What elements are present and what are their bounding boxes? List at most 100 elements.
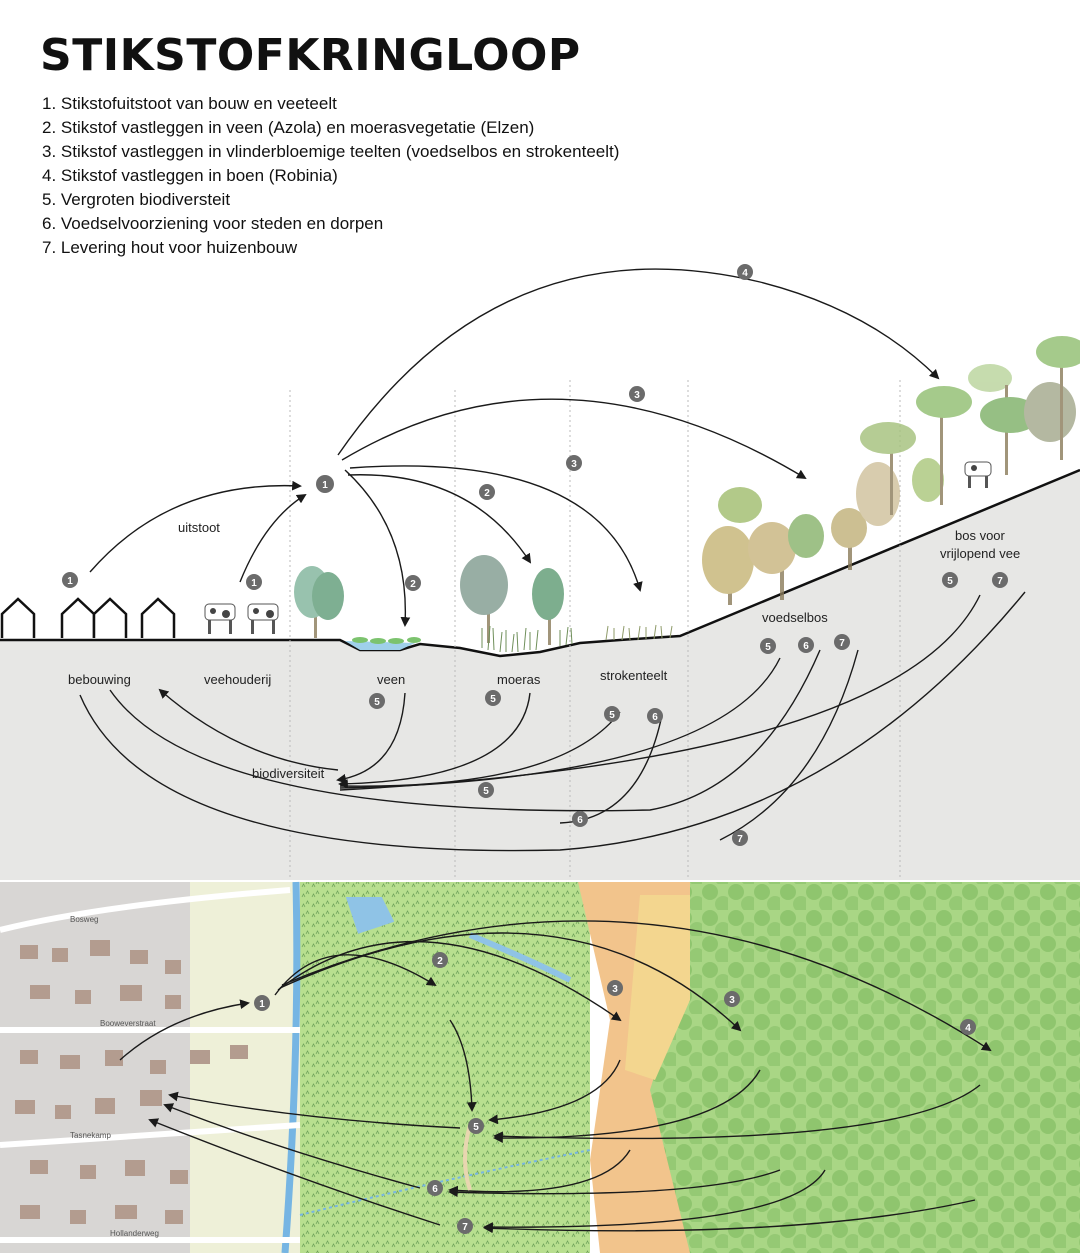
flow-arrow — [119, 999, 250, 1061]
map-ditch — [299, 1149, 591, 1216]
street-label: Bosweg — [70, 915, 98, 924]
plan-map: Bosweg Booweverstraat Tasnekamp Hollande… — [0, 881, 1080, 1253]
badge-5: 5 — [942, 572, 958, 588]
badge-3: 3 — [607, 980, 623, 996]
badge-3: 3 — [724, 991, 740, 1007]
svg-text:1: 1 — [322, 480, 328, 491]
tree-icons — [294, 336, 1080, 645]
flow-arrow — [493, 1084, 981, 1142]
page-title: STIKSTOFKRINGLOOP — [40, 30, 581, 81]
badge-7: 7 — [992, 572, 1008, 588]
flow-arrow — [148, 1118, 441, 1226]
flow-arrow — [338, 692, 531, 789]
flow-arrow — [163, 1103, 421, 1189]
house-icon — [60, 597, 96, 638]
tree-icon — [294, 566, 344, 638]
legend-item-7: 7. Levering hout voor huizenbouw — [42, 238, 298, 257]
flow-arrow — [277, 940, 622, 1022]
svg-text:1: 1 — [67, 576, 73, 587]
badge-1: 1 — [316, 475, 334, 493]
svg-text:3: 3 — [634, 390, 640, 401]
flow-arrow — [448, 1149, 631, 1196]
svg-text:7: 7 — [839, 638, 845, 649]
svg-text:3: 3 — [571, 459, 577, 470]
cow-icon — [204, 603, 236, 634]
tree-icon — [831, 462, 900, 570]
label-voedselbos: voedselbos — [762, 610, 828, 625]
flow-arrow — [483, 1199, 976, 1234]
label-uitstoot: uitstoot — [178, 520, 220, 535]
flow-arrow — [337, 268, 940, 456]
svg-text:2: 2 — [484, 488, 490, 499]
street-label: Tasnekamp — [70, 1131, 111, 1140]
tree-icon — [532, 568, 564, 645]
flow-arrow — [719, 649, 859, 841]
flow-arrow — [89, 480, 302, 573]
tree-icon — [748, 514, 824, 600]
house-icon — [140, 597, 176, 638]
cow-icons — [204, 461, 992, 634]
svg-text:4: 4 — [965, 1023, 971, 1034]
house-icons — [0, 597, 176, 638]
svg-text:1: 1 — [251, 578, 257, 589]
street-label: Booweverstraat — [100, 1019, 156, 1028]
map-path — [463, 1124, 472, 1191]
flow-arrow — [109, 649, 821, 812]
label-bos-line1: bos voor — [955, 528, 1006, 543]
badge-4: 4 — [737, 264, 753, 280]
svg-text:3: 3 — [729, 995, 735, 1006]
flow-arrow — [488, 1059, 621, 1125]
tree-icon — [702, 487, 762, 605]
svg-text:7: 7 — [737, 834, 743, 845]
svg-text:5: 5 — [765, 642, 771, 653]
tree-icon — [916, 364, 1012, 505]
flow-arrow — [274, 954, 437, 996]
cross-section-flows-below — [79, 591, 1026, 852]
legend-item-5: 5. Vergroten biodiversteit — [42, 190, 231, 209]
svg-text:5: 5 — [609, 710, 615, 721]
legend-list: 1. Stikstofuitstoot van bouw en veeteelt… — [42, 92, 642, 260]
cow-icon — [247, 603, 279, 634]
duckweed — [352, 637, 421, 644]
flow-arrow — [483, 1169, 826, 1232]
flow-arrow — [347, 474, 532, 564]
badge-1: 1 — [62, 572, 78, 588]
badge-2: 2 — [479, 484, 495, 500]
badge-6: 6 — [647, 708, 663, 724]
flow-arrow — [349, 465, 643, 592]
badge-2: 2 — [405, 575, 421, 591]
svg-text:1: 1 — [259, 999, 265, 1010]
svg-text:3: 3 — [612, 984, 618, 995]
map-roads — [0, 887, 301, 1243]
badge-6: 6 — [798, 637, 814, 653]
map-meadow — [190, 882, 300, 1253]
svg-text:7: 7 — [462, 1222, 468, 1233]
legend-item-2: 2. Stikstof vastleggen in veen (Azola) e… — [42, 118, 535, 137]
badge-5: 5 — [369, 693, 385, 709]
reed-vegetation — [481, 624, 673, 653]
legend-item-1: 1. Stikstofuitstoot van bouw en veeteelt — [42, 94, 337, 113]
svg-text:2: 2 — [437, 956, 443, 967]
badge-7: 7 — [457, 1218, 473, 1234]
street-label: Hollanderweg — [110, 1229, 159, 1238]
flow-arrow — [339, 594, 981, 791]
cross-section: uitstoot bebouwing veehouderij veen moer… — [0, 268, 1080, 880]
map-forest — [650, 882, 1080, 1253]
badge-6: 6 — [572, 811, 588, 827]
svg-text:6: 6 — [652, 712, 658, 723]
house-icon — [92, 597, 128, 638]
label-veen: veen — [377, 672, 405, 687]
number-badges: 1 1 1 2 2 3 3 4 5 5 5 6 5 6 7 5 7 5 6 7 … — [62, 264, 1008, 1234]
flow-arrow — [341, 398, 807, 480]
svg-text:2: 2 — [410, 579, 416, 590]
map-buildings — [15, 940, 248, 1224]
map-strip-fields-yellow — [625, 895, 690, 1080]
flow-arrow — [344, 469, 411, 627]
svg-text:5: 5 — [490, 694, 496, 705]
label-veehouderij: veehouderij — [204, 672, 271, 687]
label-biodiversiteit: biodiversiteit — [252, 766, 325, 781]
legend-item-4: 4. Stikstof vastleggen in boen (Robinia) — [42, 166, 338, 185]
badge-7: 7 — [834, 634, 850, 650]
badge-3: 3 — [566, 455, 582, 471]
legend-item-3: 3. Stikstof vastleggen in vlinderbloemig… — [42, 142, 620, 161]
